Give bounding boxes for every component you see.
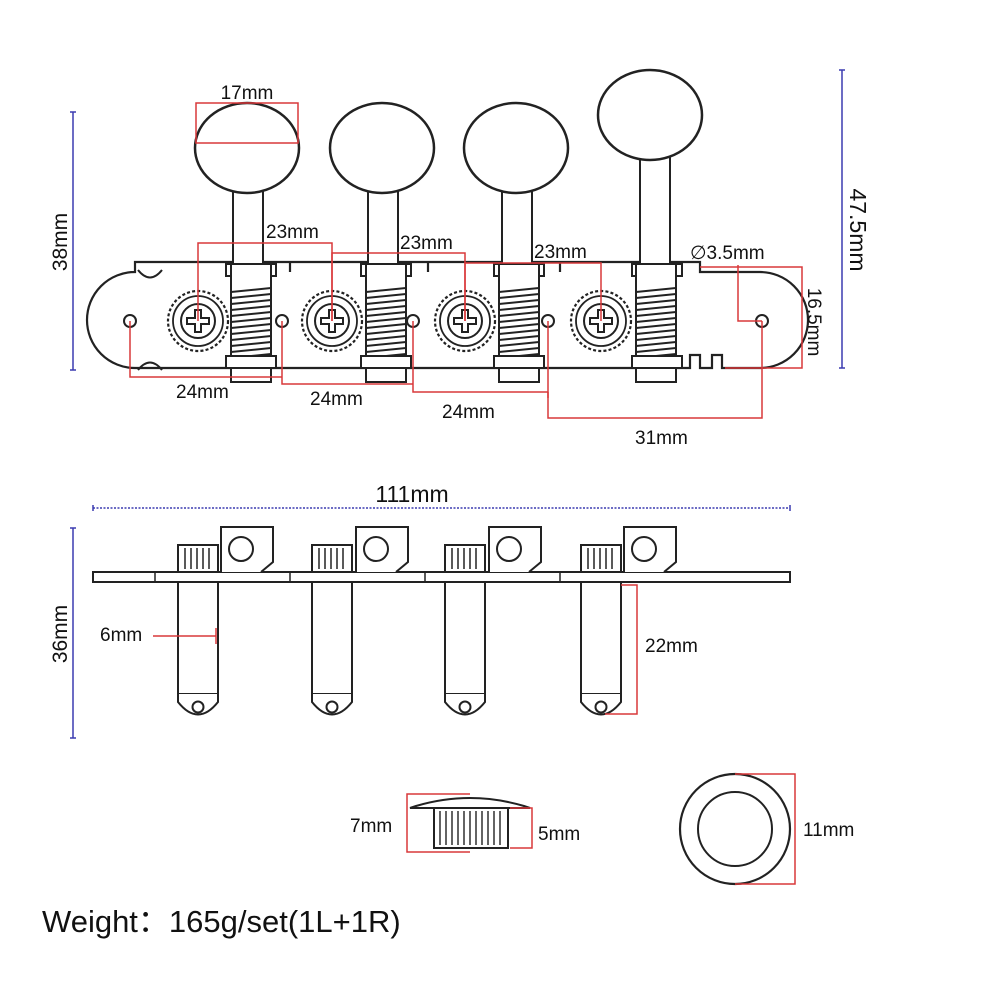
label-hole-diameter: ∅3.5mm: [690, 243, 765, 264]
label-spacing-2: 23mm: [400, 233, 453, 254]
label-bushing-inner: 5mm: [538, 824, 580, 845]
label-bushing-outer: 7mm: [350, 816, 392, 837]
label-spacing-3: 23mm: [534, 242, 587, 263]
top-view: 17mm 23mm 23mm 23mm ∅3.5mm 24mm 24mm 24m…: [49, 68, 871, 449]
label-end-spacing: 31mm: [635, 428, 688, 449]
label-spacing-1: 23mm: [266, 222, 319, 243]
label-total-height: 47.5mm: [845, 188, 871, 271]
weight-text: Weight：165g/set(1L+1R): [42, 904, 401, 939]
label-side-height: 36mm: [49, 605, 72, 663]
top-dimension-lines: [129, 102, 803, 419]
label-post-length: 22mm: [645, 636, 698, 657]
tuner-2: [300, 101, 436, 383]
label-bushing-diameter: 11mm: [803, 820, 854, 841]
label-total-length: 111mm: [375, 481, 448, 507]
tuner-4: [569, 68, 704, 383]
label-knob-width: 17mm: [221, 83, 274, 104]
label-hole-spacing-3: 24mm: [442, 402, 495, 423]
baseplate-side: [92, 571, 791, 583]
bushing-detail: 7mm 5mm 11mm: [350, 772, 854, 886]
side-view: 111mm 36mm 6mm 22mm: [49, 481, 791, 739]
label-post-diameter: 6mm: [100, 625, 142, 646]
tuner-3: [433, 101, 570, 383]
label-plate-height: 38mm: [49, 213, 72, 271]
label-hole-spacing-2: 24mm: [310, 389, 363, 410]
label-end-height: 16.5mm: [803, 288, 824, 357]
bushing-top-inner: [697, 791, 773, 867]
blue-dimension-lines: [70, 69, 845, 371]
label-hole-spacing-1: 24mm: [176, 382, 229, 403]
